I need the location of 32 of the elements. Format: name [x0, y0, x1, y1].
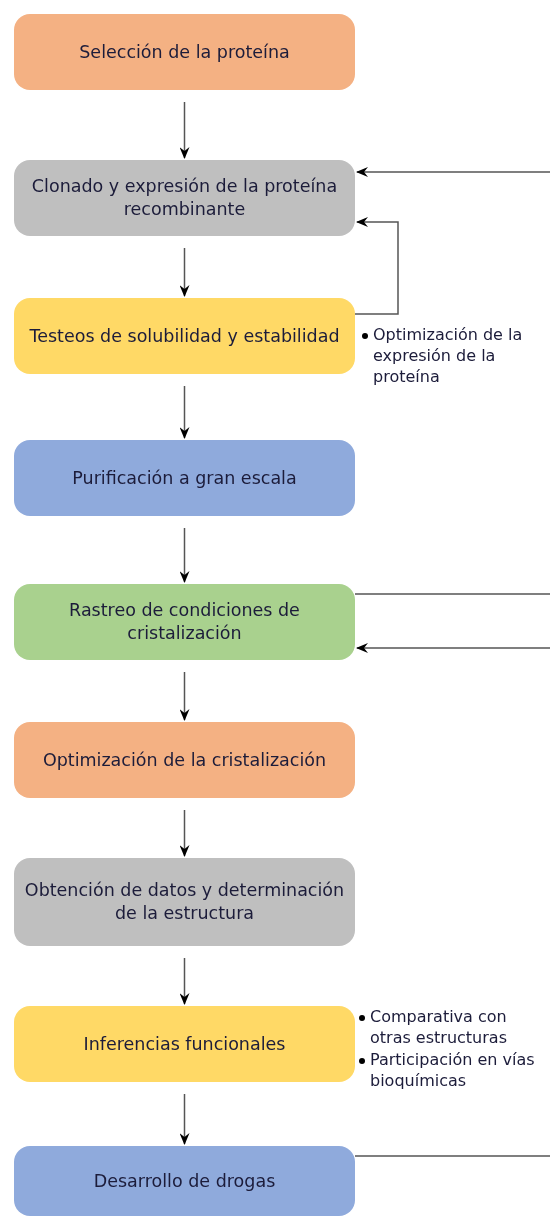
- process-box: [14, 1146, 355, 1216]
- arrow: [179, 1093, 190, 1145]
- process-box: [14, 14, 355, 90]
- step-label: Testeos de solubilidad y estabilidad: [29, 324, 340, 348]
- process-box: [14, 858, 355, 946]
- process-box: [14, 722, 355, 798]
- step-label: Obtención de datos y determinación de la estructura: [24, 879, 345, 925]
- arrow: [179, 809, 190, 857]
- arrow: [179, 385, 190, 439]
- step-label: Optimización de la cristalización: [42, 748, 327, 772]
- step-label: Clonado y expresión de la proteína recombinante: [30, 175, 339, 221]
- arrow: [179, 527, 190, 583]
- process-box: [14, 160, 355, 236]
- arrow: [179, 957, 190, 1005]
- process-box: [14, 1006, 355, 1082]
- bullet-note: Participación en vías bioquímicas: [357, 1049, 550, 1092]
- arrow: [179, 101, 190, 159]
- arrow: [356, 643, 550, 653]
- process-box: [14, 584, 355, 660]
- arrow: [354, 217, 399, 315]
- step-label: Rastreo de condiciones de cristalización: [68, 599, 301, 645]
- step-label: Inferencias funcionales: [83, 1032, 286, 1056]
- arrow: [179, 671, 190, 721]
- step-label: Desarrollo de drogas: [93, 1169, 276, 1193]
- process-box: [14, 298, 355, 374]
- step-label: Purificación a gran escala: [72, 466, 297, 490]
- process-box: [14, 440, 355, 516]
- arrow: [179, 247, 190, 297]
- step-label: Selección de la proteína: [79, 40, 290, 64]
- arrow: [356, 167, 550, 177]
- bullet-note: Comparativa con otras estructuras: [357, 1006, 550, 1049]
- bullet-note: Optimización de la expresión de la proteína: [360, 324, 548, 388]
